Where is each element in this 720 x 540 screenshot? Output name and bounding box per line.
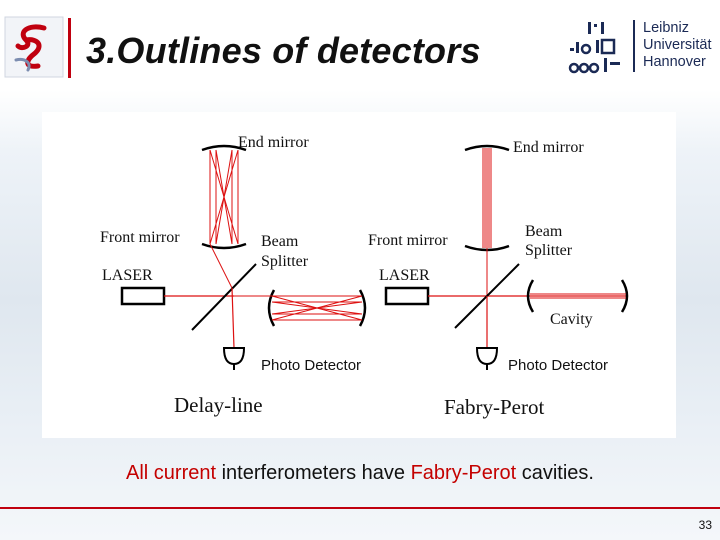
right-cavity-mirror-2: [620, 279, 629, 313]
right-cavity-beams: [482, 148, 492, 296]
caption-highlight-2: Fabry-Perot: [410, 462, 517, 484]
left-front-mirror-label: Front mirror: [100, 229, 180, 246]
right-cavity-mirror-1: [526, 279, 535, 313]
title-divider: [68, 18, 71, 78]
delay-line-diagram: End mirror Front mirror LASER Beam Split…: [100, 134, 367, 417]
left-end-mirror-label: End mirror: [238, 134, 309, 151]
university-divider: [633, 20, 635, 72]
left-arm-mirror-2: [358, 289, 367, 327]
left-front-mirror: [201, 242, 247, 250]
footer-divider: [0, 507, 720, 509]
left-beam-label: Beam: [261, 233, 299, 250]
right-end-mirror-label: End mirror: [513, 139, 584, 156]
right-laser-label: LASER: [379, 267, 430, 284]
left-detector-beam: [231, 287, 235, 349]
right-beam-label: Beam: [525, 223, 563, 240]
left-delay-beams: [209, 149, 239, 289]
university-line-3: Hannover: [643, 54, 706, 70]
left-laser-box: [120, 286, 166, 306]
page-number: 33: [698, 518, 712, 532]
right-end-mirror: [464, 144, 510, 152]
right-laser-box: [384, 286, 430, 306]
left-laser-label: LASER: [102, 267, 153, 284]
left-arm-mirror-1: [267, 289, 276, 327]
caption-highlight-1: All current: [126, 462, 217, 484]
right-diagram-name: Fabry-Perot: [444, 395, 544, 419]
right-splitter-label: Splitter: [525, 242, 573, 259]
left-photo-detector: [222, 347, 246, 366]
right-arm-beams: [530, 293, 626, 299]
left-beam-splitter: [191, 263, 257, 331]
left-diagram-name: Delay-line: [174, 393, 263, 417]
university-seal-logo: [568, 22, 620, 74]
right-photo-detector: [475, 347, 499, 366]
left-arm-beams: [234, 295, 363, 321]
university-name: Leibniz Universität Hannover: [643, 20, 712, 71]
left-end-mirror: [201, 144, 247, 152]
right-front-mirror-label: Front mirror: [368, 232, 448, 249]
institute-logo: [4, 16, 64, 78]
fabry-perot-diagram: End mirror Front mirror LASER Beam Split…: [368, 139, 629, 419]
slide-title: 3.Outlines of detectors: [86, 30, 481, 71]
right-photo-detector-label: Photo Detector: [508, 357, 608, 374]
right-cavity-label: Cavity: [550, 311, 593, 328]
university-line-1: Leibniz: [643, 20, 689, 36]
slide-caption: All current interferometers have Fabry-P…: [0, 462, 720, 485]
caption-text-2: cavities.: [516, 462, 594, 484]
slide-header: 3.Outlines of detectors Leibniz Universi…: [0, 0, 720, 88]
caption-text-1: interferometers have: [216, 462, 411, 484]
left-splitter-label: Splitter: [261, 253, 309, 270]
detector-diagram: End mirror Front mirror LASER Beam Split…: [42, 112, 676, 438]
left-photo-detector-label: Photo Detector: [261, 357, 361, 374]
university-line-2: Universität: [643, 37, 712, 53]
